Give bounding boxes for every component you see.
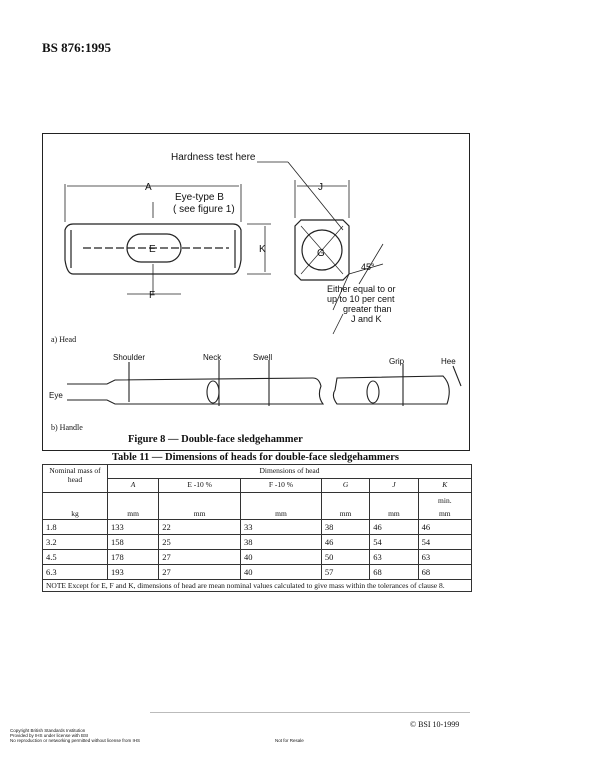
unit-mm: mm [320,507,371,520]
header-j: J [369,478,419,493]
footer-divider [150,712,470,713]
dimensions-table: Nominal mass of head Dimensions of head … [42,464,473,592]
label-angle: 45° [361,262,375,272]
sledgehammer-drawing: Hardness test here A Eye-type B ( see fi… [49,152,462,432]
label-note-2: up to 10 per cent [327,294,395,304]
hammer-head-end-view [294,219,350,281]
label-j: J [318,182,323,193]
dimension-j [257,161,384,335]
license-notice: Copyright British Standards Institution … [10,728,141,743]
header-dimensions: Dimensions of head [107,464,472,479]
not-for-resale: Not for Resale [275,738,304,743]
header-g: G [320,478,371,493]
label-swell: Swell [253,353,272,362]
header-k: K [417,478,473,493]
figure-caption: Figure 8 — Double-face sledgehammer [128,434,303,445]
label-note-3: greater than [343,304,392,314]
label-eye: Eye [49,391,63,400]
label-grip: Grip [389,357,405,366]
table-note: NOTE Except for E, F and K, dimensions o… [42,579,472,592]
figure-box: Hardness test here A Eye-type B ( see fi… [42,133,470,451]
label-hardness: Hardness test here [171,152,256,163]
document-code: BS 876:1995 [42,40,111,55]
unit-mm: mm [106,507,160,520]
label-shoulder: Shoulder [113,353,145,362]
unit-mm: mm [369,507,419,520]
header-a: A [106,478,160,493]
header-nominal-mass: Nominal mass of head [42,464,108,493]
label-see-figure: ( see figure 1) [173,204,235,215]
unit-mm: mm [240,507,322,520]
label-note-1: Either equal to or [327,284,396,294]
k-min-label: min. [417,492,473,507]
dimension-a [64,184,242,295]
label-a: A [145,182,152,193]
label-heel: Hee [441,357,456,366]
label-neck: Neck [203,353,222,362]
header-e: E -10 % [158,478,242,493]
hammer-head-side [64,223,242,275]
label-e: E [149,244,156,255]
unit-mm: mm [417,507,473,520]
label-part-a: a) Head [51,335,76,344]
label-part-b: b) Handle [51,423,83,432]
table-title: Table 11 — Dimensions of heads for doubl… [112,452,400,463]
label-eye-type: Eye-type B [175,192,224,203]
handle-drawing [67,360,462,406]
label-g: G [317,248,325,259]
unit-kg: kg [42,507,108,520]
label-note-4: J and K [351,314,382,324]
copyright: © BSI 10-1999 [410,720,460,729]
header-f: F -10 % [240,478,322,493]
label-f: F [149,290,155,301]
dimension-k [247,223,271,275]
unit-mm: mm [158,507,242,520]
label-k: K [259,244,266,255]
figure-labels: Hardness test here A Eye-type B ( see fi… [49,152,456,432]
